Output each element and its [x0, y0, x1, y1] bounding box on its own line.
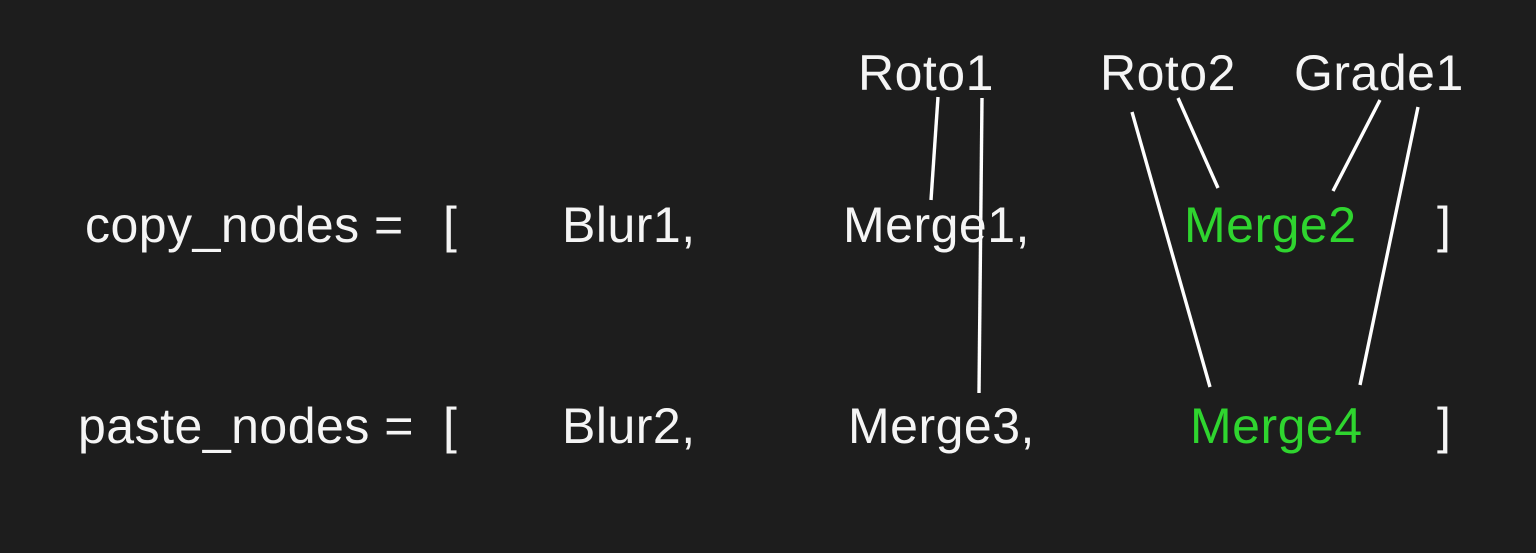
paste-nodes-variable: paste_nodes = — [78, 398, 414, 454]
node-label-roto2: Roto2 — [1100, 45, 1236, 101]
copy-nodes-open-bracket: [ — [443, 197, 458, 253]
copy-nodes-close-bracket: ] — [1437, 197, 1452, 253]
copy-nodes-variable: copy_nodes = — [85, 197, 404, 253]
connector-grade1-to-merge4 — [1358, 106, 1420, 386]
connector-roto2-to-merge2 — [1176, 97, 1220, 189]
node-label-grade1: Grade1 — [1294, 45, 1464, 101]
paste-nodes-item-blur2: Blur2, — [562, 398, 696, 454]
connector-grade1-to-merge2 — [1331, 99, 1382, 192]
paste-nodes-open-bracket: [ — [443, 398, 458, 454]
node-label-roto1: Roto1 — [858, 45, 994, 101]
copy-nodes-item-blur1: Blur1, — [562, 197, 696, 253]
paste-nodes-close-bracket: ] — [1437, 398, 1452, 454]
copy-nodes-item-merge2-highlighted: Merge2 — [1184, 197, 1357, 253]
connector-roto1-to-merge1 — [929, 96, 940, 201]
paste-nodes-item-merge4-highlighted: Merge4 — [1190, 398, 1363, 454]
copy-nodes-item-merge1: Merge1, — [843, 197, 1030, 253]
paste-nodes-item-merge3: Merge3, — [848, 398, 1035, 454]
